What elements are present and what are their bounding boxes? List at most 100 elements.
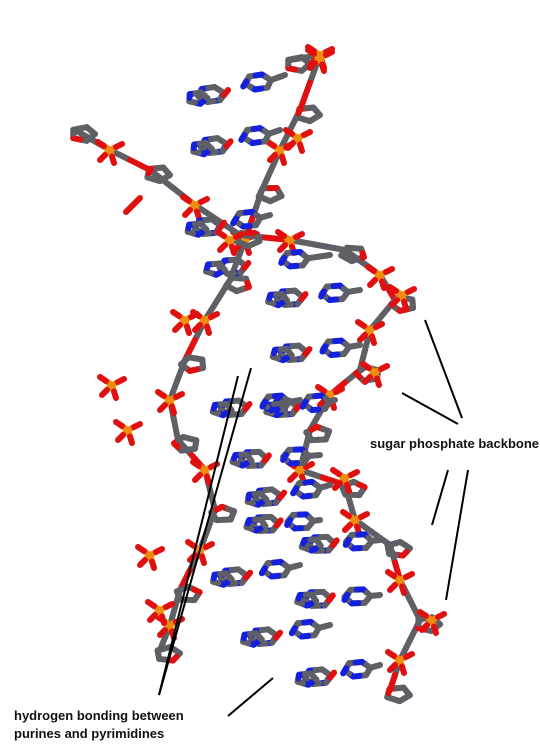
base-ring [200,223,210,233]
phosphate-oxygen [277,242,288,253]
phosphate-oxygen [217,242,228,253]
glycosidic-bond [274,72,288,81]
phosphate-oxygen [389,297,400,308]
phosphate-oxygen [419,622,430,633]
base-amine [318,288,328,300]
phosphate-oxygen [169,403,177,416]
phosphate-oxygen [340,509,352,519]
phosphate-oxygen [113,141,125,150]
phosphate-oxygen [194,208,202,221]
phosphate-oxygen [172,322,183,333]
phosphate-oxygen [362,374,373,385]
phosphate-oxygen [109,153,117,166]
hbond-leader-line-2 [158,367,252,696]
water-fragment [130,195,143,208]
base-ring [201,92,211,102]
backbone-strand-left [297,79,313,113]
phosphate-oxygen [387,284,399,294]
phosphate-oxygen [188,311,200,320]
base-ring [205,142,215,152]
phosphate-oxygen [137,557,148,568]
phosphate-oxygen [373,321,385,330]
phosphate-oxygen [379,278,387,291]
base-ring [255,633,265,643]
phosphate-oxygen [357,332,368,343]
sugar-ring [161,643,174,652]
phosphate-oxygen [319,61,327,74]
base-amine [299,398,309,410]
phosphate-oxygen [163,601,175,610]
phosphate-oxygen [147,612,158,623]
base-carbonyl [277,489,288,501]
glycosidic-bond [372,662,383,670]
phosphate-oxygen [330,467,342,477]
phosphate-oxygen [182,207,193,218]
base-amine [284,516,294,528]
glycosidic-bond [291,397,303,404]
base-ring [286,349,295,359]
base-amine [259,398,269,410]
base-ring [281,294,291,304]
phosphate-oxygen [149,558,157,571]
phosphate-oxygen [332,480,343,491]
phosphate-oxygen [399,663,407,676]
phosphate-oxygen [95,139,107,149]
phosphate-oxygen [180,194,192,204]
phosphate-oxygen [387,582,398,593]
base-amine [319,343,329,355]
hydrogen-bonding-label: hydrogen bonding between purines and pyr… [14,707,184,743]
hydrogen-bonding-label-line-2: purines and pyrimidines [14,726,165,741]
sugar-ring [192,355,206,363]
phosphate-oxygen [297,141,305,154]
phosphate-oxygen [293,231,305,240]
phosphate-oxygen [115,432,126,443]
base-amine [341,591,351,603]
base-ring [315,539,324,549]
phosphate-oxygen [344,481,352,494]
base-carbonyl [217,219,228,231]
phosphate-oxygen [135,544,147,554]
phosphate-oxygen [267,152,278,163]
phosphate-oxygen [198,196,210,205]
phosphate-oxygen [401,298,409,311]
phosphate-oxygen [204,323,212,336]
phosphate-oxygen [157,402,168,413]
backbone-leader-line-3 [431,469,449,526]
glycosidic-bond [271,127,283,135]
phosphate-oxygen [435,611,447,620]
backbone-strand-right [314,242,348,253]
phosphate-oxygen [323,49,335,58]
phosphate-oxygen [111,388,119,401]
phosphate-oxygen [417,609,429,619]
glycosidic-bond [321,622,333,630]
base-ring [260,493,270,503]
phosphate-oxygen [153,546,165,555]
sugar-ring [173,588,182,599]
base-carbonyl [221,87,232,99]
hbond-leader-line-3 [227,677,274,717]
phosphate-oxygen [369,333,377,346]
phosphate-oxygen [378,363,390,372]
base-carbonyl [243,569,254,581]
base-carbonyl [329,537,340,549]
phosphate-oxygen [358,511,370,520]
phosphate-oxygen [431,623,439,636]
sugar-ring [307,115,318,125]
phosphate-oxygen [342,522,353,533]
base-carbonyl [273,517,284,529]
base-ring [310,594,320,605]
base-amine [342,536,352,548]
phosphate-oxygen [287,472,298,483]
base-carbonyl [223,138,234,150]
base-amine [230,215,240,227]
phosphate-oxygen [383,266,395,275]
phosphate-oxygen [385,569,397,579]
phosphate-oxygen [127,433,135,446]
phosphate-oxygen [307,60,318,71]
phosphate-oxygen [405,286,417,295]
phosphate-oxygen [403,651,415,660]
phosphate-oxygen [399,583,407,596]
backbone-leader-line-4 [445,469,469,601]
phosphate-oxygen [97,152,108,163]
